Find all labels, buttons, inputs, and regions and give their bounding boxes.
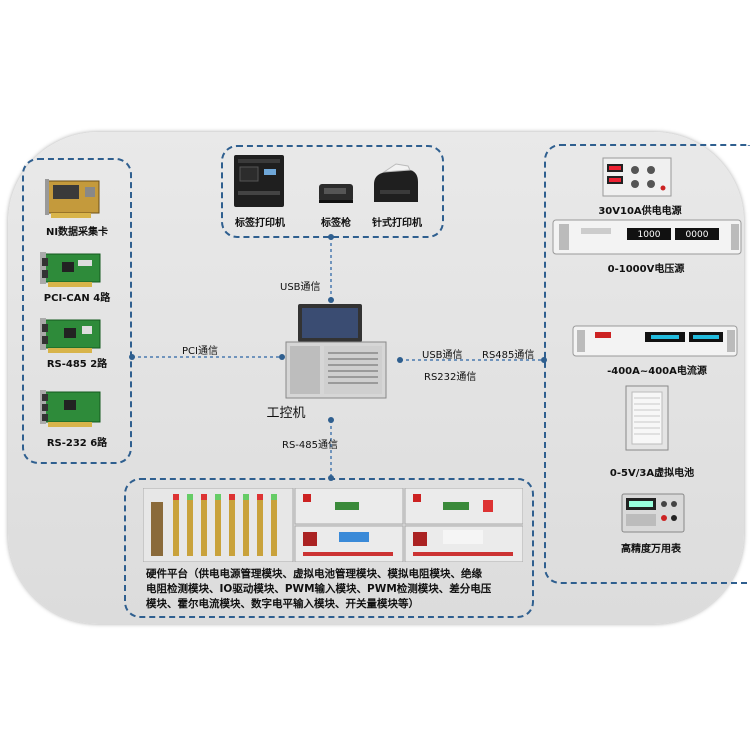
instrument-label-multimeter: 高精度万用表 — [621, 544, 681, 555]
label-printer-image — [234, 155, 284, 207]
rs232-card-image — [40, 390, 101, 427]
usb-right-dot-left — [397, 357, 403, 363]
pci-can-card-image — [40, 252, 101, 287]
peripheral-label-dot-matrix: 针式打印机 — [372, 218, 422, 229]
hardware-platform-description: 硬件平台（供电电源管理模块、虚拟电池管理模块、模拟电阻模块、绝缘 电阻检测模块、… — [146, 567, 526, 612]
instrument-label-1000v: 0-1000V电压源 — [607, 264, 685, 275]
conn-label-rs485-bottom: RS-485通信 — [282, 440, 338, 451]
virtual-battery-image — [625, 385, 669, 451]
pc-label: 工控机 — [266, 406, 306, 421]
pci-dot-right — [279, 354, 285, 360]
dot-matrix-printer-image — [374, 163, 418, 202]
card-label-rs232: RS-232 6路 — [46, 438, 108, 449]
card-label-rs485: RS-485 2路 — [46, 359, 108, 370]
conn-label-rs232: RS232通信 — [424, 372, 477, 383]
multimeter-image — [621, 493, 685, 533]
hardware-desc-line: 模块、霍尔电流模块、数字电平输入模块、开关量模块等） — [146, 598, 419, 610]
instrument-label-30v: 30V10A供电电源 — [598, 206, 682, 217]
industrial-pc-image — [285, 304, 387, 399]
svg-text:1000: 1000 — [638, 230, 661, 240]
ni-daq-card-image — [45, 179, 100, 218]
peripheral-label-gun: 标签枪 — [321, 218, 351, 229]
conn-label-pci: PCI通信 — [182, 346, 218, 357]
hardware-platform-group — [124, 478, 534, 618]
pci-cards-group — [22, 158, 132, 464]
peripherals-group — [221, 145, 444, 238]
rs485-card-image — [40, 318, 101, 353]
conn-label-rs485-right: RS485通信 — [482, 350, 535, 361]
card-label-ni: NI数据采集卡 — [45, 227, 109, 238]
instrument-label-400a: -400A~400A电流源 — [607, 366, 707, 377]
hardware-desc-line: 电阻检测模块、IO驱动模块、PWM输入模块、PWM检测模块、差分电压 — [146, 583, 492, 595]
peripheral-label-printer: 标签打印机 — [235, 218, 285, 229]
label-gun-image — [319, 184, 353, 203]
power-supply-30v-image — [602, 157, 672, 197]
usb-top-dot-bottom — [328, 297, 334, 303]
hardware-platform-image — [143, 488, 523, 562]
current-source-image — [572, 325, 738, 357]
conn-label-usb-top: USB通信 — [280, 282, 321, 293]
conn-label-usb-right: USB通信 — [422, 350, 463, 361]
instrument-label-battery: 0-5V/3A虚拟电池 — [609, 468, 695, 479]
card-label-pci-can: PCI-CAN 4路 — [43, 293, 111, 304]
svg-text:0000: 0000 — [686, 230, 709, 240]
hardware-desc-line: 硬件平台（供电电源管理模块、虚拟电池管理模块、模拟电阻模块、绝缘 — [146, 568, 482, 580]
voltage-source-image: 1000 0000 — [552, 219, 742, 255]
rs485-dot-top — [328, 417, 334, 423]
instruments-group — [544, 144, 750, 584]
